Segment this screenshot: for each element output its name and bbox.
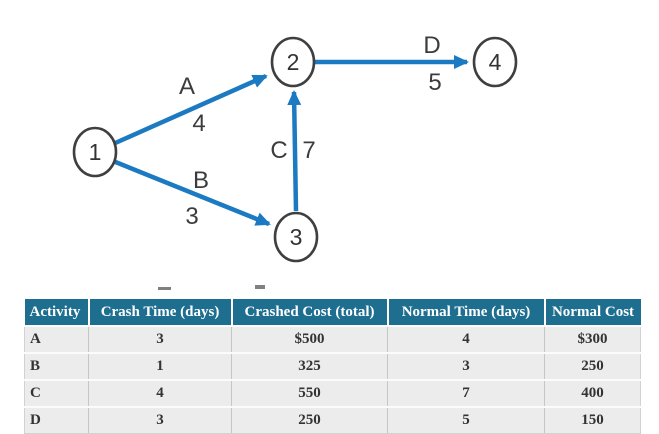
- header-crash-time: Crash Time (days): [87, 299, 232, 327]
- cell-crash-time: 1: [88, 352, 232, 381]
- node-2: 2: [270, 36, 316, 88]
- cell-crashed-cost: $500: [231, 325, 388, 354]
- edge-activity-a: [112, 73, 268, 147]
- header-normal-time: Normal Time (days): [386, 299, 545, 327]
- table-row-c: C 4 550 7 400: [24, 379, 641, 408]
- node-2-label: 2: [287, 49, 300, 75]
- cell-crashed-cost: 550: [231, 379, 388, 408]
- node-1-circle: [72, 126, 118, 178]
- node-3: 3: [273, 211, 319, 263]
- cell-crashed-cost: 250: [231, 406, 388, 434]
- network-diagram-canvas: A B C D 4 3 7 5 1 2 3 4: [72, 32, 518, 263]
- header-activity: Activity: [24, 299, 89, 327]
- activity-b-name: B: [193, 167, 209, 194]
- cell-normal-cost: $300: [544, 325, 641, 354]
- cell-normal-time: 4: [387, 325, 545, 354]
- crop-artifact: [158, 287, 171, 290]
- table-row-a: A 3 $500 4 $300: [24, 325, 641, 354]
- crop-artifact: [255, 285, 265, 289]
- node-2-circle: [270, 36, 316, 88]
- cell-normal-cost: 150: [544, 406, 641, 434]
- table-row-b: B 1 325 3 250: [24, 352, 641, 381]
- cell-activity: C: [24, 379, 89, 408]
- cell-crash-time: 3: [88, 406, 232, 434]
- node-3-label: 3: [290, 224, 303, 250]
- activity-b-duration: 3: [185, 203, 198, 230]
- activity-c-name: C: [270, 137, 287, 164]
- cell-normal-cost: 400: [544, 379, 641, 408]
- activity-a-duration: 4: [192, 110, 205, 137]
- node-1: 1: [72, 126, 118, 178]
- cell-normal-cost: 250: [544, 352, 641, 381]
- cell-crashed-cost: 325: [231, 352, 388, 381]
- cell-crash-time: 3: [88, 325, 232, 354]
- node-3-circle: [273, 211, 319, 263]
- cell-activity: A: [24, 325, 89, 354]
- activity-d-name: D: [423, 32, 440, 59]
- table-header-row: Activity Crash Time (days) Crashed Cost …: [24, 299, 641, 327]
- cell-normal-time: 7: [387, 379, 545, 408]
- node-4: 4: [472, 36, 518, 88]
- table-row-d: D 3 250 5 150: [24, 406, 641, 434]
- header-normal-cost: Normal Cost: [543, 299, 641, 327]
- node-4-circle: [472, 36, 518, 88]
- activity-c-duration: 7: [302, 137, 315, 164]
- header-crashed-cost: Crashed Cost (total): [230, 299, 388, 327]
- activity-a-name: A: [179, 73, 195, 100]
- activity-network-diagram: A B C D 4 3 7 5 1 2 3 4: [72, 32, 518, 263]
- node-1-label: 1: [89, 139, 102, 165]
- crash-cost-table: Activity Crash Time (days) Crashed Cost …: [24, 299, 641, 434]
- edge-activity-b: [112, 158, 271, 227]
- cell-crash-time: 4: [88, 379, 232, 408]
- cell-activity: B: [24, 352, 89, 381]
- cell-normal-time: 3: [387, 352, 545, 381]
- cell-normal-time: 5: [387, 406, 545, 434]
- edge-activity-c: [287, 90, 302, 212]
- node-4-label: 4: [489, 49, 502, 75]
- cell-activity: D: [24, 406, 89, 434]
- activity-d-duration: 5: [428, 69, 441, 96]
